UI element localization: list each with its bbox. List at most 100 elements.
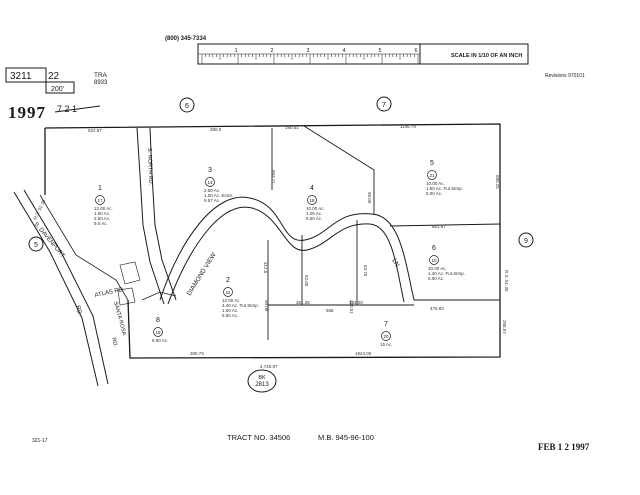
dimension-label: 52.00 [304,275,309,287]
ruler-number: 5 [378,48,381,54]
parcel-number: 6 [432,245,436,252]
parcel-note: 12.00 Ac. [94,206,113,211]
book-page-box: 3211 22 200' [5,67,75,94]
ruler-number: 3 [306,48,309,54]
parcel-note: 10.00 Ac. [428,266,447,271]
parcel-number: 5 [430,160,434,167]
parcel-circle-number: 10 [431,258,437,263]
dimension-label: 4,740.97 [260,364,278,369]
revision-stamp: Revisions 970101 [545,73,585,79]
street-davenport-rd: RD. [74,305,83,317]
tra-label: TRA [94,72,108,79]
parcel-note: 1.40 Ac. Fut.Strsp. [428,271,465,276]
parcel-number: 7 [384,321,388,328]
dimension-label: R.S. 51-35 [504,270,509,292]
street-diamond-view: DIAMOND VIEW [186,251,218,297]
parcel-circle [381,331,391,341]
dimension-label: 190.51 [285,125,299,130]
dimension-label: 312.5 [263,262,268,274]
dimension-label: H.S. 51-35 [32,198,46,220]
scale-label: SCALE IN 1/10 OF AN INCH [451,53,522,59]
parcel-circle-number: 20 [383,334,389,339]
parcel-number: 4 [310,185,314,192]
dimension-label: 568 [326,308,334,313]
parcel-note: 1.00 Ac. [222,308,238,313]
parcel-8[interactable]: 8 19 8.50 Ac. [152,317,168,343]
parcel-note: 5.50 Ac. [222,313,238,318]
dimension-label: 63.75 [363,265,368,277]
map-book-ref: M.B. 945-96-100 [318,433,374,442]
dimension-label: 476.83 [430,306,444,311]
page-number: 22 [48,71,60,82]
dimension-label: 1824.00 [355,351,372,356]
page-ref-7[interactable]: 7 [376,96,392,112]
map-year: 1997 [8,103,46,122]
parcel-note: 15 Ac. [380,342,393,347]
parcel-note: 9.50 Ac. [306,216,322,221]
svg-text:9: 9 [524,238,528,245]
page-ref-6[interactable]: 6 [179,97,195,113]
parcel-7[interactable]: 7 20 15 Ac. [380,321,393,347]
dimension-label: 361.35 [296,300,310,305]
street-diamond-view-ln: LN. [390,258,401,270]
parcel-note: 8.50 Ac. [152,338,168,343]
tract-number: TRACT NO. 34506 [227,433,290,442]
dimension-label: 50.00 [264,300,269,312]
page-ref-9[interactable]: 9 [518,232,534,248]
parcel-circle [223,287,233,297]
parcel-circle-number: 22 [225,290,231,295]
parcel-circle [95,195,105,205]
parcel-circle-number: 19 [155,330,161,335]
parcel-note: 9.0 Ac. [94,221,108,226]
dimension-label: 90.00 [367,192,372,204]
parcel-note: 10.00 Ac. [306,206,325,211]
ruler-number: 4 [342,48,345,54]
date-stamp: FEB 1 2 1997 [538,442,590,452]
map-boundaries [13,123,501,387]
book-ref-label: BK [258,375,266,381]
parcel-note: 1.25 Ac. [306,211,322,216]
phone-number: (800) 345-7334 [165,36,207,42]
svg-text:5: 5 [34,242,38,249]
street-atlas-rd: ATLAS RD. [94,287,125,299]
street-santa-rosa: SANTA ROSA [112,301,127,336]
parcel-circle-number: 13 [207,180,213,185]
parcel-number: 3 [208,167,212,174]
dimension-label: 320.51 [349,300,354,314]
page-ref-5[interactable]: 5 [28,236,44,252]
dimension-label: 1146.79 [400,124,416,129]
dimension-label: 380.0 [210,127,222,132]
street-north-rd: S. NORTH RD. [146,148,153,186]
parcel-circle-number: 21 [429,173,435,178]
parcel-note: 4.40 Ac. Fut.Strsp. [222,303,259,308]
ruler-number: 6 [414,48,417,54]
north-arrow-icon [54,105,101,113]
dimension-label: 205.67 [502,320,507,334]
parcel-note: 2.50 Ac. [94,216,110,221]
parcel-note: 1.00 Ac. Esmt. [204,193,233,198]
dimension-label: 661.67 [432,224,446,229]
parcel-6[interactable]: 6 10 10.00 Ac.1.40 Ac. Fut.Strsp.5.00 Ac. [428,245,465,281]
book-reference[interactable]: BK 2813 [247,369,277,393]
parcel-number: 8 [156,317,160,324]
parcel-note: 9.57 Ac. [204,198,220,203]
dimension-label: 622.57 [88,128,102,133]
scale-feet: 200' [51,86,64,93]
parcel-note: 12.00 Ac. [222,298,241,303]
parcel-note: 10.00 Ac. [426,181,445,186]
parcel-number: 1 [98,185,102,192]
parcel-circle [153,327,163,337]
svg-text:6: 6 [185,103,189,110]
dimension-label: 344.00 [349,300,363,305]
parcel-note: 5.00 Ac. [428,276,444,281]
